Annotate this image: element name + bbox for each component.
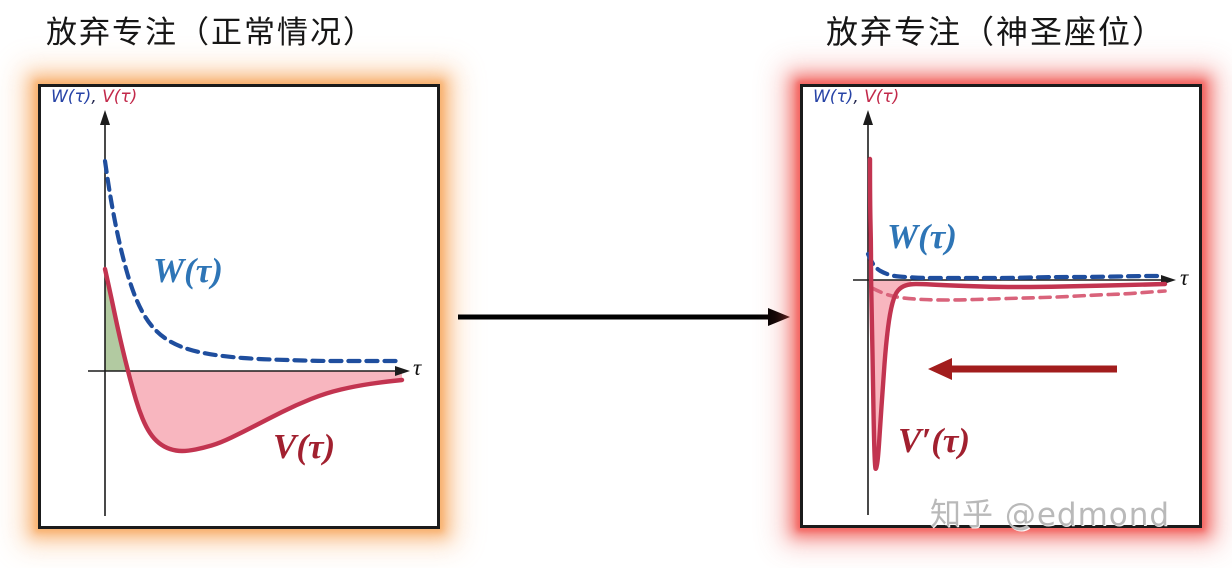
right-caption-v: V(τ): [864, 87, 900, 107]
left-panel-title: 放弃专注（正常情况）: [46, 15, 376, 51]
left-y-axis-caption: W(τ), V(τ): [51, 87, 137, 107]
left-positive-area: [105, 269, 128, 371]
right-v-reference-curve: [870, 286, 1167, 302]
left-caption-w: W(τ): [51, 87, 92, 107]
right-chart-panel: W(τ), V(τ) W(τ) V′(τ) τ: [800, 84, 1202, 528]
transition-arrow: [458, 308, 790, 326]
left-w-curve-label: W(τ): [153, 251, 223, 290]
transition-arrowhead-icon: [768, 308, 790, 326]
shift-left-arrowhead-icon: [928, 358, 952, 380]
left-v-curve-label: V(τ): [273, 427, 336, 466]
right-v-prime-curve: [867, 156, 1168, 472]
right-caption-w: W(τ): [813, 87, 854, 107]
left-w-curve: [102, 158, 403, 364]
right-caption-separator: ,: [853, 87, 865, 107]
left-negative-area: [128, 371, 402, 451]
right-y-axis-arrowhead-icon: [863, 110, 873, 125]
left-x-axis-arrowhead-icon: [395, 366, 410, 376]
right-panel-title: 放弃专注（神圣座位）: [826, 13, 1167, 51]
left-caption-v: V(τ): [102, 87, 138, 107]
left-chart-panel: W(τ), V(τ) W(τ) V(τ) τ: [38, 84, 440, 529]
right-w-curve: [865, 251, 1165, 281]
right-v-prime-curve-label: V′(τ): [898, 421, 971, 460]
right-y-axis-caption: W(τ), V(τ): [813, 87, 899, 107]
right-x-axis-label: τ: [1180, 265, 1189, 290]
right-negative-area: [870, 280, 912, 470]
left-y-axis-arrowhead-icon: [100, 110, 110, 125]
right-chart-plot: [853, 110, 1176, 515]
watermark: 知乎 @edmond: [930, 497, 1171, 533]
left-chart-plot: [88, 110, 410, 516]
right-w-curve-label: W(τ): [887, 217, 957, 256]
left-caption-separator: ,: [91, 87, 103, 107]
left-v-curve: [102, 266, 405, 454]
left-x-axis-label: τ: [413, 355, 422, 380]
